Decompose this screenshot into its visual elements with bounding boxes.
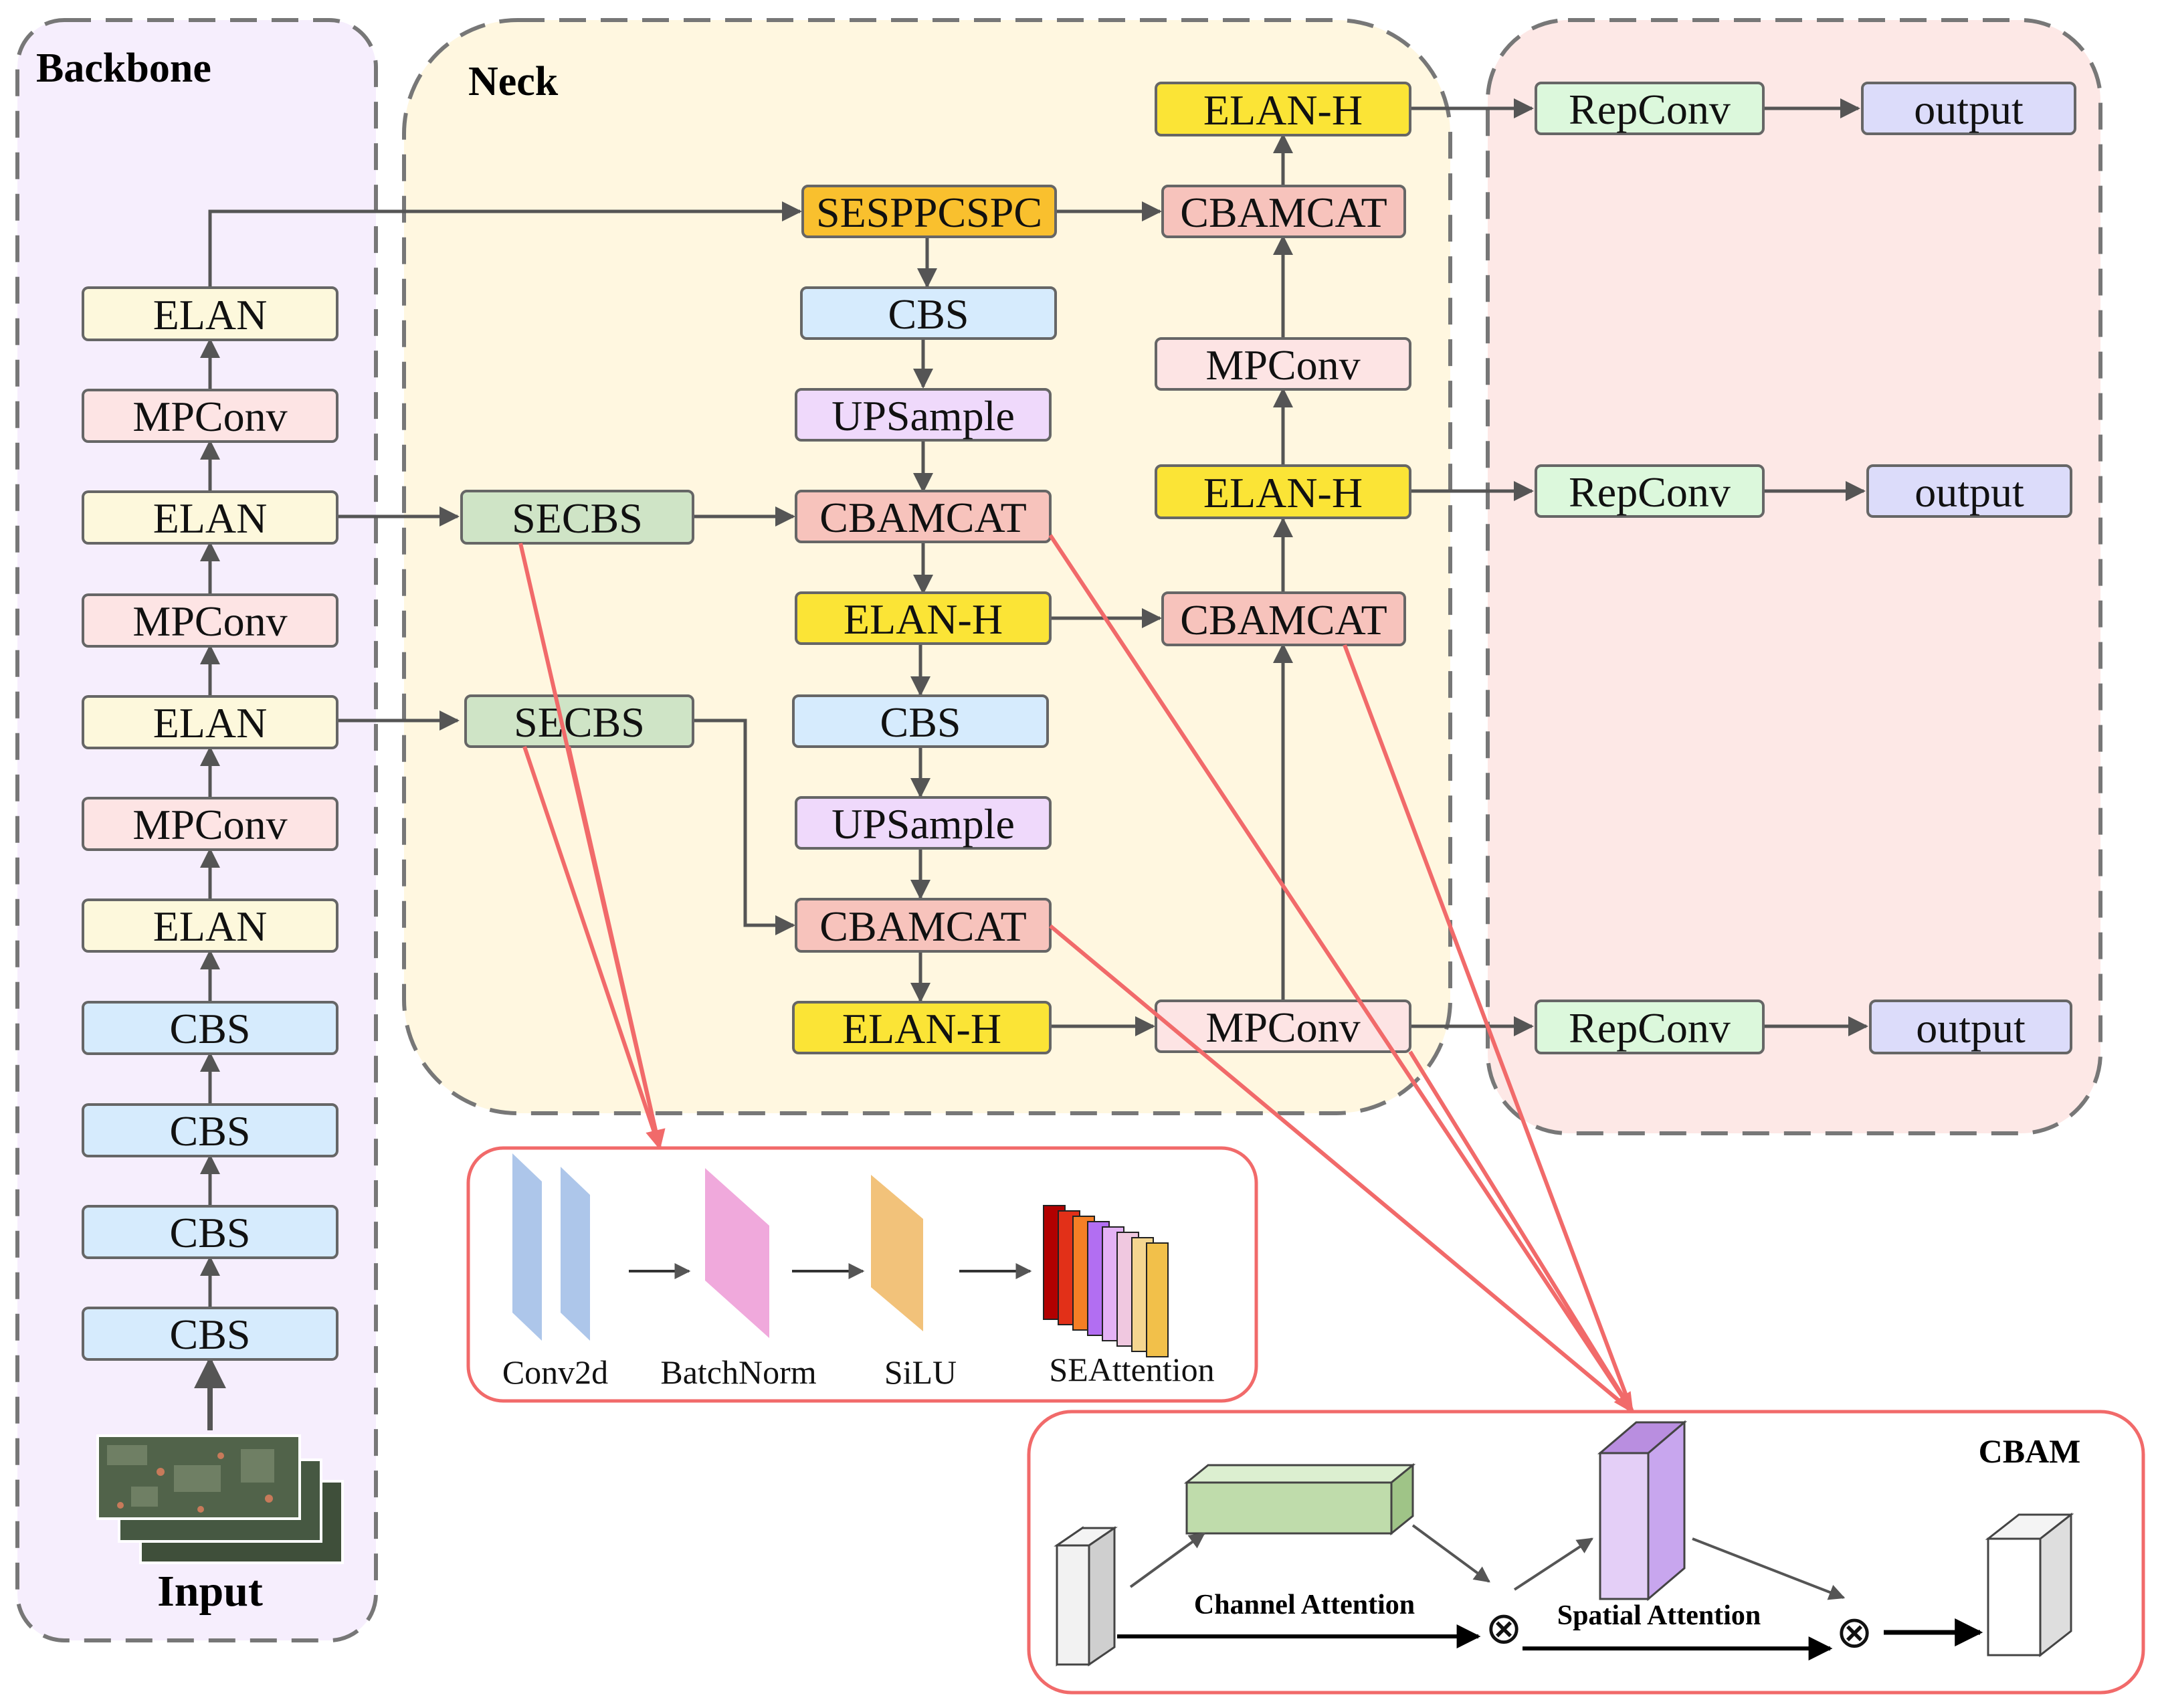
batchnorm-icon: [705, 1168, 769, 1338]
backbone-mpconv-1: [82, 389, 338, 443]
backbone-elan-4: [82, 898, 338, 953]
backbone-mpconv-3-label: MPConv: [132, 801, 287, 848]
elanh-block-4-label: ELAN-H: [1203, 86, 1363, 134]
cbamcat-block-3-label: CBAMCAT: [1180, 596, 1387, 644]
elanh-block-2: [792, 1001, 1052, 1054]
mpconv-block-bottom: [1155, 1000, 1411, 1053]
cbamcat-block-2-label: CBAMCAT: [819, 903, 1026, 950]
conv2d-icon: [512, 1153, 590, 1341]
mpconv-block-right-label: MPConv: [1205, 341, 1360, 389]
seattention-icon: [1043, 1205, 1169, 1357]
neck-cbs-block-1-label: CBS: [888, 290, 969, 338]
connector-lines: [194, 98, 1868, 1430]
repconv-block-2: [1535, 464, 1765, 518]
elanh-block-1-label: ELAN-H: [844, 595, 1003, 643]
elanh-block-3-label: ELAN-H: [1203, 469, 1363, 516]
upsample-block-2-label: UPSample: [831, 800, 1015, 848]
neck-cbs-block-2: [792, 694, 1049, 748]
repconv-block-3-label: RepConv: [1569, 1004, 1731, 1052]
backbone-blocks: ELAN MPConv ELAN MPConv ELAN MPConv ELAN…: [82, 286, 338, 1361]
neck-blocks: SECBS SECBS SESPPCSPC CBS UPSample CBAMC…: [460, 82, 1411, 1054]
backbone-elan-1: [82, 286, 338, 341]
neck-cbs-block-2-label: CBS: [880, 698, 961, 746]
neck-panel: [402, 18, 1452, 1115]
backbone-mpconv-1-label: MPConv: [132, 393, 287, 440]
backbone-mpconv-2-label: MPConv: [132, 597, 287, 645]
head-panel: [1486, 18, 2102, 1135]
backbone-cbs-1-label: CBS: [170, 1005, 251, 1052]
silu-icon: [871, 1175, 923, 1331]
backbone-mpconv-2: [82, 593, 338, 648]
mpconv-block-bottom-label: MPConv: [1205, 1004, 1360, 1051]
channel-attention-icon: [1183, 1462, 1416, 1536]
output-block-3-label: output: [1916, 1004, 2026, 1052]
repconv-block-1-label: RepConv: [1569, 86, 1731, 133]
cbamcat-block-4: [1161, 185, 1406, 238]
secbs-block-1-label: SECBS: [512, 494, 643, 542]
secbs-block-2-label: SECBS: [514, 698, 645, 746]
backbone-mpconv-3: [82, 797, 338, 851]
cbam-arrows: [1117, 1524, 1983, 1660]
output-block-3: [1869, 1000, 2072, 1054]
backbone-cbs-3-label: CBS: [170, 1209, 251, 1256]
backbone-elan-1-label: ELAN: [153, 291, 268, 339]
elanh-block-2-label: ELAN-H: [842, 1005, 1001, 1052]
input-label: Input: [157, 1567, 263, 1616]
mpconv-block-right: [1155, 337, 1411, 391]
cbamcat-block-4-label: CBAMCAT: [1180, 189, 1387, 236]
backbone-title: Backbone: [36, 45, 211, 91]
elanh-block-3: [1155, 464, 1411, 519]
repconv-block-2-label: RepConv: [1569, 468, 1731, 516]
backbone-elan-3-label: ELAN: [153, 699, 268, 747]
backbone-cbs-4-label: CBS: [170, 1311, 251, 1358]
backbone-cbs-2: [82, 1103, 338, 1157]
conv2d-label: Conv2d: [502, 1353, 608, 1391]
cbam-output-feature-icon: [1985, 1512, 2074, 1658]
backbone-cbs-1: [82, 1001, 338, 1055]
cbam-title: CBAM: [1979, 1432, 2081, 1470]
backbone-elan-2: [82, 490, 338, 545]
backbone-elan-2-label: ELAN: [153, 494, 268, 542]
output-block-1-label: output: [1914, 86, 2024, 133]
secbs-block-1: [460, 490, 694, 545]
secbs-labels: Conv2d BatchNorm SiLU SEAttention: [502, 1351, 1215, 1391]
cbamcat-block-1-label: CBAMCAT: [819, 494, 1026, 541]
backbone-cbs-4: [82, 1307, 338, 1361]
elanh-block-4: [1155, 82, 1411, 136]
neck-cbs-block-1: [800, 286, 1057, 340]
batchnorm-label: BatchNorm: [660, 1353, 816, 1391]
upsample-block-2: [795, 796, 1052, 850]
cbamcat-block-2: [795, 898, 1052, 953]
head-blocks: RepConv output RepConv output RepConv ou…: [1535, 82, 2076, 1054]
backbone-elan-4-label: ELAN: [153, 903, 268, 950]
backbone-elan-3: [82, 695, 338, 749]
cbam-multiply-symbol-1: ⊗: [1485, 1604, 1522, 1653]
output-block-1: [1861, 82, 2076, 135]
output-block-2-label: output: [1915, 468, 2024, 516]
silu-label: SiLU: [884, 1353, 957, 1391]
seattention-label: SEAttention: [1049, 1351, 1214, 1388]
input-image-stack-icon: [96, 1434, 344, 1564]
sesppcspc-block: [801, 185, 1057, 238]
callout-lines: [518, 534, 1634, 1414]
cbam-multiply-symbol-2: ⊗: [1836, 1608, 1872, 1657]
neck-title: Neck: [468, 59, 559, 104]
spatial-attention-label: Spatial Attention: [1557, 1600, 1761, 1631]
elanh-block-1: [795, 591, 1052, 645]
spatial-attention-icon: [1597, 1420, 1688, 1602]
cbamcat-block-3: [1161, 591, 1406, 646]
repconv-block-3: [1535, 1000, 1765, 1054]
repconv-block-1: [1535, 82, 1765, 135]
sesppcspc-block-label: SESPPCSPC: [816, 189, 1042, 236]
backbone-cbs-2-label: CBS: [170, 1107, 251, 1155]
backbone-cbs-3: [82, 1205, 338, 1259]
upsample-block-1: [795, 388, 1052, 442]
upsample-block-1-label: UPSample: [831, 392, 1015, 440]
cbam-input-feature-icon: [1054, 1526, 1118, 1667]
secbs-block-2: [464, 694, 694, 748]
cbamcat-block-1: [795, 490, 1052, 543]
output-block-2: [1866, 464, 2072, 518]
channel-attention-label: Channel Attention: [1194, 1590, 1415, 1620]
